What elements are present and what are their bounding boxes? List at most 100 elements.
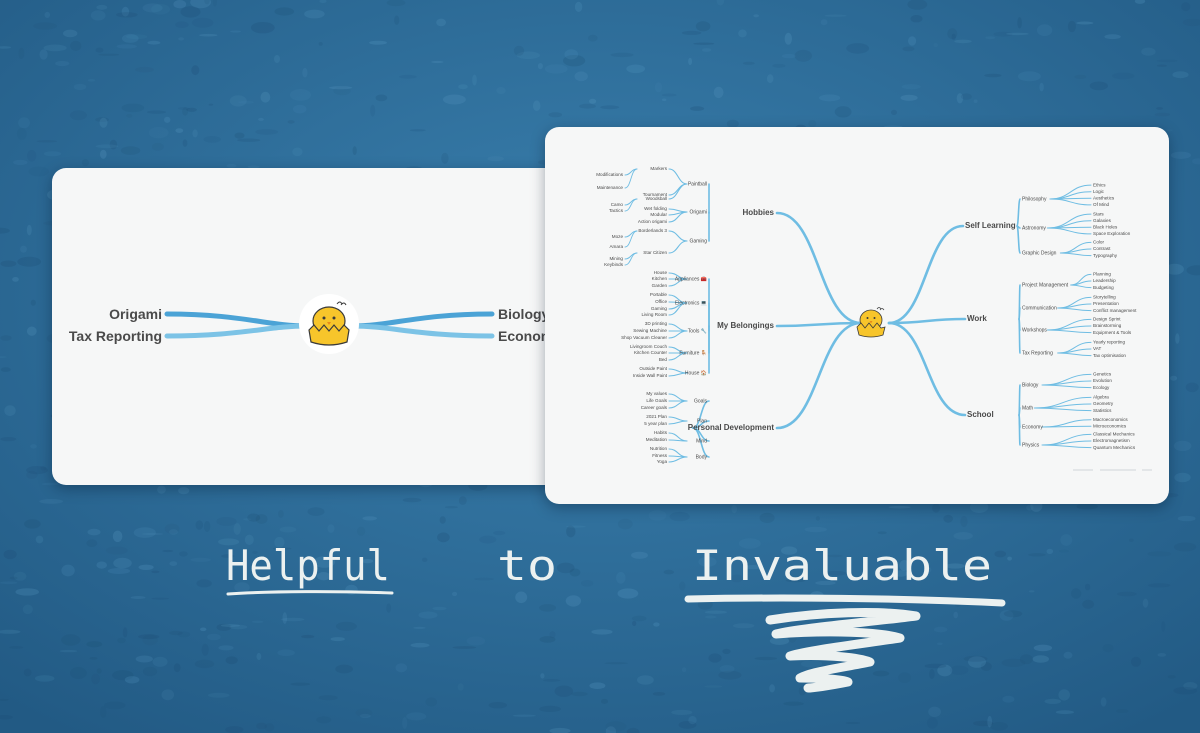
node-modifications[interactable]: Modifications [596,172,624,177]
node-personal-development[interactable]: Personal Development [688,423,775,432]
node-genetics[interactable]: Genetics [1093,372,1112,377]
node-conflict-management[interactable]: Conflict management [1093,308,1137,313]
node-modular[interactable]: Modular [650,212,667,217]
node-meditation[interactable]: Meditation [646,437,668,442]
node-gaming[interactable]: Gaming [689,238,707,244]
node-2021-plan[interactable]: 2021 Plan [646,414,667,419]
node-stars[interactable]: Stars [1093,211,1104,216]
node-math[interactable]: Math [1022,405,1033,411]
node-typography[interactable]: Typography [1093,253,1118,258]
node-inside-wall-paint[interactable]: Inside Wall Paint [633,373,668,378]
node-yoga[interactable]: Yoga [657,459,668,464]
node-evolution[interactable]: Evolution [1093,378,1112,383]
node-philosophy[interactable]: Philosophy [1022,196,1047,202]
node-outside-paint[interactable]: Outside Paint [639,366,667,371]
node-office[interactable]: Office [655,299,667,304]
node-appliances[interactable]: Appliances 🧰 [675,275,707,282]
node-kitchen-counter[interactable]: Kitchen Counter [634,350,667,355]
node-3d-printing[interactable]: 3D printing [645,321,668,326]
node-mining[interactable]: Mining [609,256,623,261]
node-career-goals[interactable]: Career goals [641,405,668,410]
node-garden[interactable]: Garden [652,283,668,288]
node-life-goals[interactable]: Life Goals [646,398,667,403]
node-my-values[interactable]: My values [646,391,667,396]
node-gaming[interactable]: Gaming [651,306,668,311]
node-physics[interactable]: Physics [1022,442,1040,448]
node-house[interactable]: House 🏠 [685,369,707,376]
node-geometry[interactable]: Geometry [1093,401,1114,406]
node-ecology[interactable]: Ecology [1093,385,1110,390]
node-galaxies[interactable]: Galaxies [1093,218,1112,223]
node-nutrition[interactable]: Nutrition [650,446,668,451]
node-5-year-plan[interactable]: 5 year plan [644,421,667,426]
node-paintball[interactable]: Paintball [688,181,707,187]
node-design-sprint[interactable]: Design Sprint [1093,317,1121,322]
node-furniture[interactable]: Furniture 🪑 [679,349,707,356]
node-shop-vacuum-cleaner[interactable]: Shop Vacuum Cleaner [621,335,667,340]
node-house[interactable]: House [654,270,668,275]
node-budgeting[interactable]: Budgeting [1093,285,1114,290]
node-leadership[interactable]: Leadership [1093,278,1116,283]
node-microeconomics[interactable]: Microeconomics [1093,424,1127,429]
node-body[interactable]: Body [696,454,708,460]
node-school[interactable]: School [967,410,994,419]
node-mind[interactable]: Mind [696,438,707,444]
node-aesthetics[interactable]: Aesthetics [1093,196,1115,201]
node-biology[interactable]: Biology [1022,382,1039,388]
node-work[interactable]: Work [967,314,987,323]
node-markers[interactable]: Markers [650,166,667,171]
node-moze[interactable]: Moze [612,234,624,239]
node-wet-folding[interactable]: Wet folding [644,206,667,211]
node-project-management[interactable]: Project Management [1022,282,1069,288]
node-origami[interactable]: Origami [689,209,707,215]
node-borderlands-3[interactable]: Borderlands 3 [638,228,667,233]
node-goals[interactable]: Goals [694,398,708,404]
node-storytelling[interactable]: Storytelling [1093,295,1116,300]
node-tax-optimisation[interactable]: Tax optimisation [1093,353,1126,358]
node-workshops[interactable]: Workshops [1022,327,1047,333]
node-quantum-mechanics[interactable]: Quantum Mechanics [1093,445,1136,450]
node-astronomy[interactable]: Astronomy [1022,225,1046,231]
node-habits[interactable]: Habits [654,430,668,435]
node-statistics[interactable]: Statistics [1093,408,1112,413]
node-hobbies[interactable]: Hobbies [742,208,774,217]
node-tournament[interactable]: Tournament [643,192,668,197]
node-color[interactable]: Color [1093,240,1104,245]
node-classical-mechanics[interactable]: Classical Mechanics [1093,432,1135,437]
node-tax-reporting[interactable]: Tax Reporting [1022,350,1053,356]
node-bed[interactable]: Bed [659,357,668,362]
node-electromagnetism[interactable]: Electromagnetism [1093,438,1130,443]
node-sewing-machine[interactable]: Sewing Machine [633,328,667,333]
node-action-origami[interactable]: Action origami [638,219,667,224]
node-economy[interactable]: Economy [1022,424,1043,430]
node-camo[interactable]: Camo [611,202,624,207]
node-living-room[interactable]: Living Room [641,312,667,317]
node-maintenance[interactable]: Maintenance [597,185,624,190]
node-tools[interactable]: Tools 🔧 [688,327,707,334]
node-black-holes[interactable]: Black Holes [1093,225,1118,230]
node-brainstorming[interactable]: Brainstorming [1093,323,1122,328]
node-yearly-reporting[interactable]: Yearly reporting [1093,340,1125,345]
node-macroeconomics[interactable]: Macroeconomics [1093,417,1128,422]
node-logic[interactable]: Logic [1093,189,1105,194]
node-portable[interactable]: Portable [650,292,668,297]
node-communication[interactable]: Communication [1022,305,1057,311]
node-plan[interactable]: Plan [697,418,707,424]
node-of-mind[interactable]: Of Mind [1093,202,1110,207]
node-amara[interactable]: Amara [609,244,623,249]
node-ethics[interactable]: Ethics [1093,182,1106,187]
node-contrast[interactable]: Contrast [1093,246,1111,251]
node-equipment-tools[interactable]: Equipment & Tools [1093,330,1132,335]
node-planning[interactable]: Planning [1093,272,1111,277]
node-graphic-design[interactable]: Graphic Design [1022,250,1057,256]
node-my-belongings[interactable]: My Belongings [717,321,774,330]
node-algebra[interactable]: Algebra [1093,395,1109,400]
node-self-learning[interactable]: Self Learning [965,221,1016,230]
node-space-exploration[interactable]: Space Exploration [1093,231,1131,236]
node-electronics[interactable]: Electronics 💻 [675,300,708,306]
node-livingroom-couch[interactable]: Livingroom Couch [630,344,667,349]
node-tactics[interactable]: Tactics [609,208,624,213]
node-kitchen[interactable]: Kitchen [652,276,668,281]
node-fitness[interactable]: Fitness [652,453,668,458]
node-keybinds[interactable]: Keybinds [604,262,624,267]
